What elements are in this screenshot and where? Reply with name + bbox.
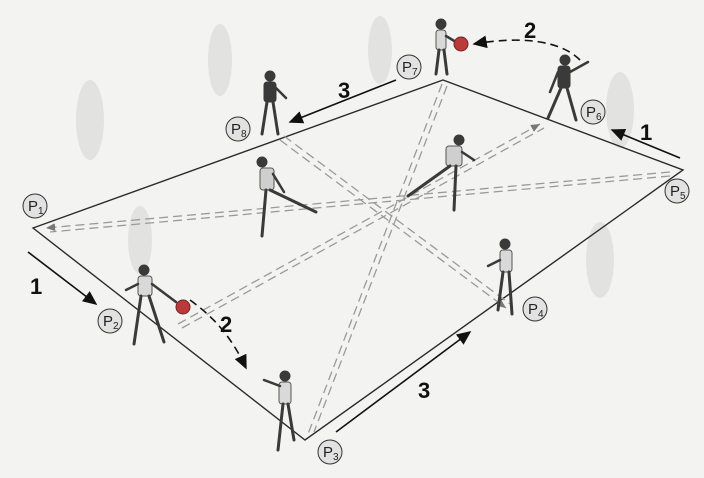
- player-running-left: [257, 157, 316, 236]
- player-p2: [126, 265, 176, 344]
- position-badge-p1: P1: [23, 194, 47, 218]
- step-label-1-right: 1: [640, 120, 652, 145]
- step-label-2-left: 2: [220, 312, 232, 337]
- background-crowd: [76, 16, 634, 298]
- position-badge-p2: P2: [98, 309, 122, 333]
- position-badge-p3: P3: [318, 440, 342, 464]
- pass-line-p8-p4: [280, 140, 506, 308]
- position-badge-p6: P6: [581, 100, 605, 124]
- pass-line-p2-p6: [178, 124, 540, 324]
- pass-line-p8-p4-b: [284, 136, 510, 304]
- position-badge-p8: P8: [226, 117, 250, 141]
- player-p4: [488, 239, 512, 314]
- position-badge-p7: P7: [397, 55, 421, 79]
- pass-line-p2-p6-b: [182, 128, 544, 328]
- position-badge-p4: P4: [523, 297, 547, 321]
- players: [126, 19, 588, 450]
- pass-line-p5-p1: [46, 172, 670, 228]
- run-arrows: [28, 40, 680, 432]
- step-label-3-bottom: 3: [418, 378, 430, 403]
- position-badge-p5: P5: [665, 179, 689, 203]
- ball-icon: [176, 300, 190, 314]
- run-arrow-p3-p4: [336, 332, 470, 432]
- player-p7: [436, 19, 456, 74]
- step-label-1-left: 1: [30, 274, 42, 299]
- step-label-3-top: 3: [338, 78, 350, 103]
- step-label-2-top: 2: [524, 18, 536, 43]
- player-p3: [264, 371, 294, 450]
- player-p8: [262, 71, 286, 134]
- ball-icon: [454, 37, 468, 51]
